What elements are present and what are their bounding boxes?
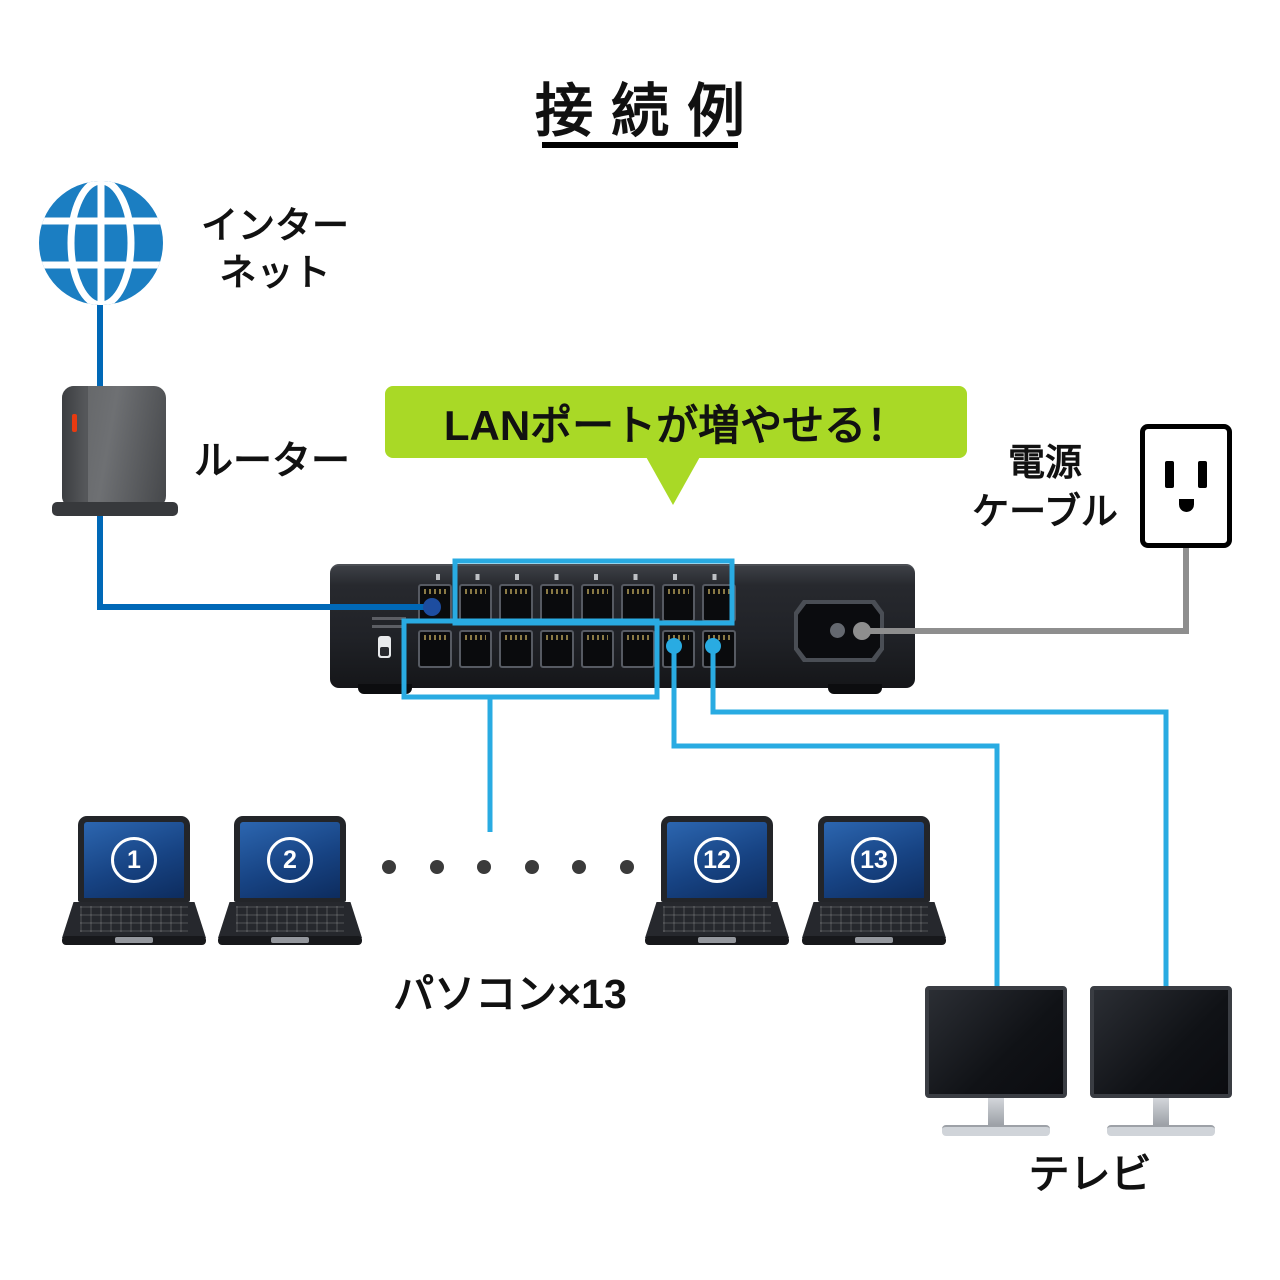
laptop-latch (698, 937, 736, 943)
laptop-screen: 12 (661, 816, 773, 902)
lan-port-grid (418, 584, 736, 668)
laptop-number-badge: 13 (851, 837, 897, 883)
power-cable-label-line1: 電源 (1008, 442, 1082, 483)
lan-port (499, 630, 533, 668)
lan-port (661, 630, 696, 668)
laptop-latch (855, 937, 893, 943)
laptop-2: 2 (218, 816, 362, 952)
callout-pointer (645, 455, 701, 505)
laptop-latch (115, 937, 153, 943)
laptop-number-badge: 1 (111, 837, 157, 883)
tv-stand-base (942, 1125, 1050, 1136)
laptop-screen: 2 (234, 816, 346, 902)
lan-switch-device (330, 562, 915, 696)
router-label: ルーター (194, 440, 351, 483)
tv-label: テレビ (1028, 1151, 1152, 1197)
ellipsis-dot (524, 860, 539, 874)
power-outlet-icon (1140, 424, 1232, 548)
ellipsis-dots (382, 860, 634, 874)
router-led (72, 414, 77, 432)
tv-stand-neck (988, 1098, 1004, 1125)
lan-port (580, 630, 615, 668)
switch-foot (358, 684, 412, 694)
lan-port (580, 584, 615, 622)
ac-inlet-pin (830, 623, 845, 638)
switch-print-text (372, 614, 406, 628)
router-front-edge (62, 386, 88, 508)
globe-grid (39, 181, 163, 305)
title-underline (542, 142, 738, 148)
lan-port (539, 584, 574, 622)
ellipsis-dot (477, 860, 492, 874)
ellipsis-dot (572, 860, 587, 874)
internet-label-line2: ネット (219, 252, 331, 293)
ellipsis-dot (619, 860, 634, 874)
internet-label: インター ネット (190, 202, 360, 296)
power-cable-label-line2: ケーブル (972, 491, 1118, 532)
laptop-keyboard (645, 902, 789, 938)
router-base (52, 502, 178, 516)
power-cable-label: 電源 ケーブル (955, 438, 1135, 536)
laptop-number-badge: 12 (694, 837, 740, 883)
tv-monitor-1 (925, 986, 1067, 1138)
laptop-keyboard (802, 902, 946, 938)
callout-bubble: LANポートが増やせる！ (385, 386, 967, 458)
internet-label-line1: インター (201, 205, 349, 246)
tv-stand-neck (1153, 1098, 1169, 1125)
internet-globe-icon (39, 181, 163, 305)
port-number-marks (420, 574, 736, 580)
router-device (50, 386, 180, 528)
lan-port (621, 630, 655, 668)
laptop-screen: 1 (78, 816, 190, 902)
laptop-number-badge: 2 (267, 837, 313, 883)
power-toggle-switch (378, 636, 391, 658)
laptop-12: 12 (645, 816, 789, 952)
lan-port (621, 584, 655, 622)
laptop-1: 1 (62, 816, 206, 952)
lan-port (539, 630, 574, 668)
ellipsis-dot (382, 860, 396, 874)
laptop-keyboard (218, 902, 362, 938)
ellipsis-dot (429, 860, 444, 874)
tv-stand-base (1107, 1125, 1215, 1136)
laptop-screen: 13 (818, 816, 930, 902)
lan-port (458, 630, 493, 668)
pc-count-caption: パソコン×13 (393, 971, 627, 1017)
lan-port (661, 584, 696, 622)
switch-foot (828, 684, 882, 694)
lan-port (458, 584, 493, 622)
laptop-latch (271, 937, 309, 943)
lan-port (702, 630, 736, 668)
tv-screen (1090, 986, 1232, 1098)
laptop-keyboard (62, 902, 206, 938)
tv-monitor-2 (1090, 986, 1232, 1138)
lan-port (499, 584, 533, 622)
lan-port (702, 584, 736, 622)
outlet-slot-left (1165, 461, 1174, 488)
tv-screen (925, 986, 1067, 1098)
page-title: 接続例 (534, 79, 763, 144)
lan-port (418, 584, 452, 622)
lan-port (418, 630, 452, 668)
outlet-ground-hole (1179, 499, 1194, 512)
laptop-13: 13 (802, 816, 946, 952)
callout-text: LANポートが増やせる！ (443, 401, 909, 449)
outlet-slot-right (1198, 461, 1207, 488)
